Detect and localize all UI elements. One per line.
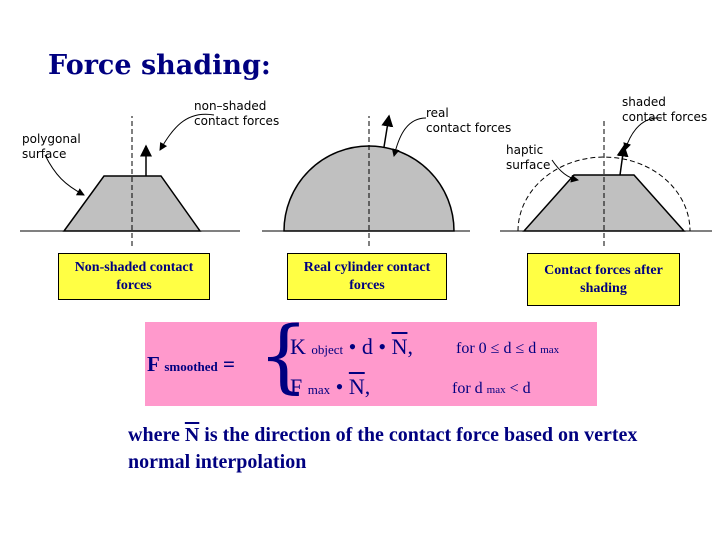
explanation-note: where N is the direction of the contact …: [128, 422, 688, 476]
real-cylinder-panel: real contact forces: [262, 106, 511, 246]
condition-text: for d: [452, 380, 483, 397]
n-vector: N: [348, 374, 365, 399]
shaded-label: shaded: [622, 95, 666, 109]
note-n-vector: N: [184, 424, 200, 446]
k-subscript: object: [311, 342, 344, 357]
condition-2: for d max < d: [452, 380, 531, 398]
page-title: Force shading:: [48, 50, 271, 81]
condition-subscript: max: [540, 344, 560, 356]
f-symbol: F: [290, 374, 303, 399]
non-shaded-label: non–shaded: [194, 99, 266, 113]
contact-force-arrow: [381, 114, 394, 148]
k-symbol: K: [290, 334, 306, 359]
non-shaded-panel: non–shaded contact forces polygonal surf…: [20, 99, 279, 246]
lhs-symbol: F: [147, 352, 160, 376]
real-label: real: [426, 106, 449, 120]
haptic-label: haptic: [506, 143, 543, 157]
note-before: where: [128, 424, 180, 446]
shaded-label-2: contact forces: [622, 110, 707, 124]
polygonal-label-2: surface: [22, 147, 66, 161]
equation-box: [145, 322, 597, 406]
non-shaded-label-2: contact forces: [194, 114, 279, 128]
condition-text: for 0 ≤ d ≤ d: [456, 340, 537, 357]
equals-sign: =: [223, 352, 235, 376]
real-cylinder-caption: Real cylinder contact forces: [287, 253, 447, 300]
non-shaded-caption: Non-shaded contact forces: [58, 253, 210, 300]
n-vector: N: [391, 334, 408, 359]
haptic-surface-outline: [517, 156, 691, 232]
real-label-2: contact forces: [426, 121, 511, 135]
product-terms: • d •: [348, 334, 387, 359]
haptic-label-2: surface: [506, 158, 550, 172]
left-brace: {: [258, 309, 309, 402]
condition-1: for 0 ≤ d ≤ d max: [456, 340, 559, 358]
f-subscript: max: [307, 382, 331, 397]
force-shading-figure: non–shaded contact forces polygonal surf…: [20, 95, 712, 246]
equation-lhs: F smoothed =: [147, 352, 235, 377]
lhs-subscript: smoothed: [164, 359, 218, 374]
equation-case-1: K object • d • N,: [290, 334, 413, 360]
shaded-panel: shaded contact forces haptic surface: [500, 95, 712, 246]
after-shading-caption: Contact forces after shading: [527, 253, 680, 306]
condition-subscript: max: [486, 384, 506, 396]
comma: ,: [407, 334, 413, 359]
condition-text-2: < d: [509, 380, 531, 397]
equation-case-2: F max • N,: [290, 374, 370, 400]
product-dot: •: [335, 374, 344, 399]
comma: ,: [364, 374, 371, 399]
shaded-force-arrow: [616, 144, 629, 176]
note-after: is the direction of the contact force ba…: [128, 424, 638, 473]
polygonal-label: polygonal: [22, 132, 81, 146]
